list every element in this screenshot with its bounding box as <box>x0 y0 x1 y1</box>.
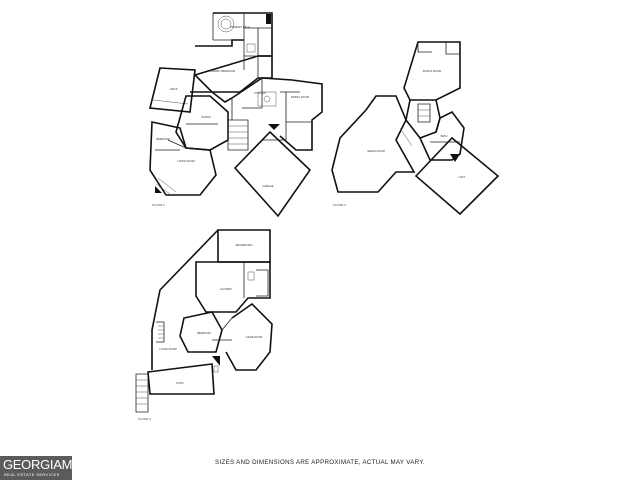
room-label-primary-bedroom: PRIMARY BEDROOM <box>209 69 235 73</box>
room-label-bedroom: BEDROOM <box>156 137 169 141</box>
room-label-garage: GARAGE <box>262 184 273 188</box>
room-label-office: OFFICE <box>201 115 211 119</box>
room-label-dining-room: DINING ROOM <box>291 95 309 99</box>
floor-2-label: FLOOR 2 <box>333 203 346 207</box>
logo-main-text: GEORGIAMLS <box>3 457 88 472</box>
georgia-mls-logo: GEORGIAMLS REAL ESTATE SERVICES <box>0 456 88 480</box>
room-label-patio: PATIO <box>176 381 183 385</box>
room-label-kitchen: KITCHEN <box>254 91 266 95</box>
room-label-laundry: LAUNDRY <box>220 287 233 291</box>
room-label-bonus-room: BONUS ROOM <box>423 69 441 73</box>
room-label-loft: LOFT <box>459 175 466 179</box>
room-label-recreation: RECREATION <box>236 243 253 247</box>
room-label-bath: BATH <box>441 134 448 138</box>
room-label-deck: DECK <box>170 87 177 91</box>
floor-1-label: FLOOR 1 <box>152 203 165 207</box>
floor-3-label: FLOOR 3 <box>138 417 151 421</box>
room-label-living-room: LIVING ROOM <box>177 159 194 163</box>
room-label-living-room-lower: LIVING ROOM <box>159 347 176 351</box>
disclaimer-text: SIZES AND DIMENSIONS ARE APPROXIMATE, AC… <box>215 459 425 466</box>
room-label-primary-bath: PRIMARY BATH <box>230 25 249 29</box>
room-label-game-room: GAME ROOM <box>246 335 262 339</box>
room-label-floor3-bedroom: BEDROOM <box>197 331 210 335</box>
floor-2-plan: BONUS ROOM GREAT ROOM BATH LOFT FLOOR 2 <box>331 41 500 216</box>
floor-1-plan: GARAGE PRIMARY BATH PRIMARY BEDROOM DECK… <box>148 12 323 218</box>
room-label-great-room: GREAT ROOM <box>367 149 385 153</box>
floor-3-plan: RECREATION LAUNDRY BEDROOM GAME ROOM LIV… <box>135 229 273 421</box>
logo-sub-text: REAL ESTATE SERVICES <box>4 472 60 477</box>
